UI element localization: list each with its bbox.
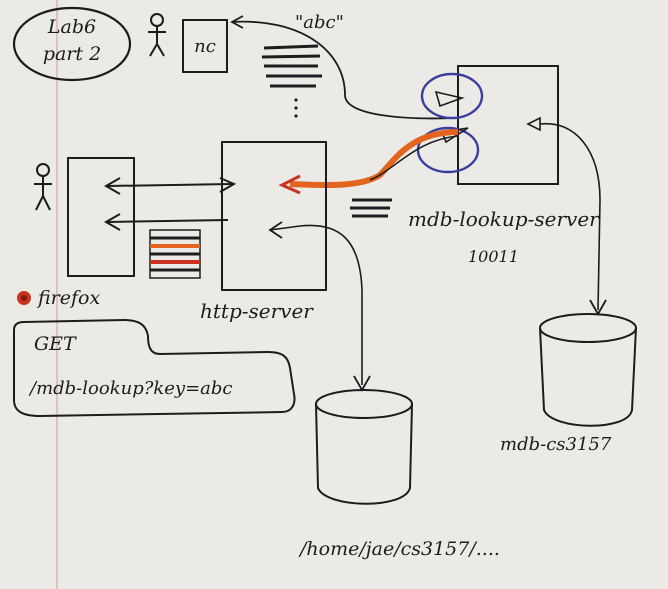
http-server-label: http-server bbox=[200, 299, 314, 323]
mdb-cs3157-label: mdb-cs3157 bbox=[500, 434, 612, 455]
firefox-icon bbox=[17, 291, 31, 305]
orange-path-outline bbox=[369, 135, 459, 181]
title-line-1: Lab6 bbox=[47, 16, 96, 38]
nc-label: nc bbox=[194, 36, 216, 57]
socket-arrow-1 bbox=[434, 90, 465, 108]
server-data-lines bbox=[350, 198, 392, 218]
abc-label: "abc" bbox=[295, 12, 344, 33]
server-socket-arrow bbox=[526, 116, 541, 132]
get-request-bubble bbox=[13, 318, 296, 418]
response-arrowhead bbox=[103, 213, 121, 231]
request-arrow-line bbox=[107, 183, 233, 187]
firefox-box bbox=[67, 157, 135, 277]
database-cylinder-icon bbox=[315, 389, 413, 505]
html-data-stack bbox=[149, 229, 201, 279]
nc-data-lines bbox=[261, 44, 322, 88]
database-cylinder-icon bbox=[539, 313, 637, 427]
http-db-arrowhead-top bbox=[268, 221, 283, 239]
mdb-lookup-server-box bbox=[457, 65, 559, 185]
nc-arrowhead bbox=[230, 15, 244, 29]
port-label: 10011 bbox=[468, 247, 519, 266]
socket-loop-bottom bbox=[416, 126, 480, 174]
nc-box bbox=[182, 19, 228, 73]
request-arrowhead-right bbox=[219, 177, 237, 193]
firefox-label: firefox bbox=[36, 287, 100, 309]
http-db-line bbox=[269, 224, 363, 385]
ellipsis-dots bbox=[294, 98, 298, 118]
socket-loop-top bbox=[420, 72, 484, 120]
response-arrow-line bbox=[107, 219, 229, 223]
home-path-label: /home/jae/cs3157/.... bbox=[298, 538, 500, 560]
request-arrowhead-left bbox=[103, 177, 121, 195]
http-server-box bbox=[221, 141, 327, 291]
get-line-2: /mdb-lookup?key=abc bbox=[28, 378, 233, 399]
title-oval bbox=[12, 6, 132, 82]
nc-connection-line bbox=[231, 20, 456, 120]
mdb-lookup-server-label: mdb-lookup-server bbox=[408, 207, 600, 231]
get-line-1: GET bbox=[34, 333, 77, 355]
stick-figure-icon bbox=[148, 13, 166, 57]
stick-figure-icon bbox=[34, 163, 52, 211]
orange-arrowhead bbox=[278, 174, 301, 195]
title-line-2: part 2 bbox=[43, 43, 101, 65]
server-db-line bbox=[539, 122, 601, 311]
orange-data-path bbox=[289, 129, 459, 189]
